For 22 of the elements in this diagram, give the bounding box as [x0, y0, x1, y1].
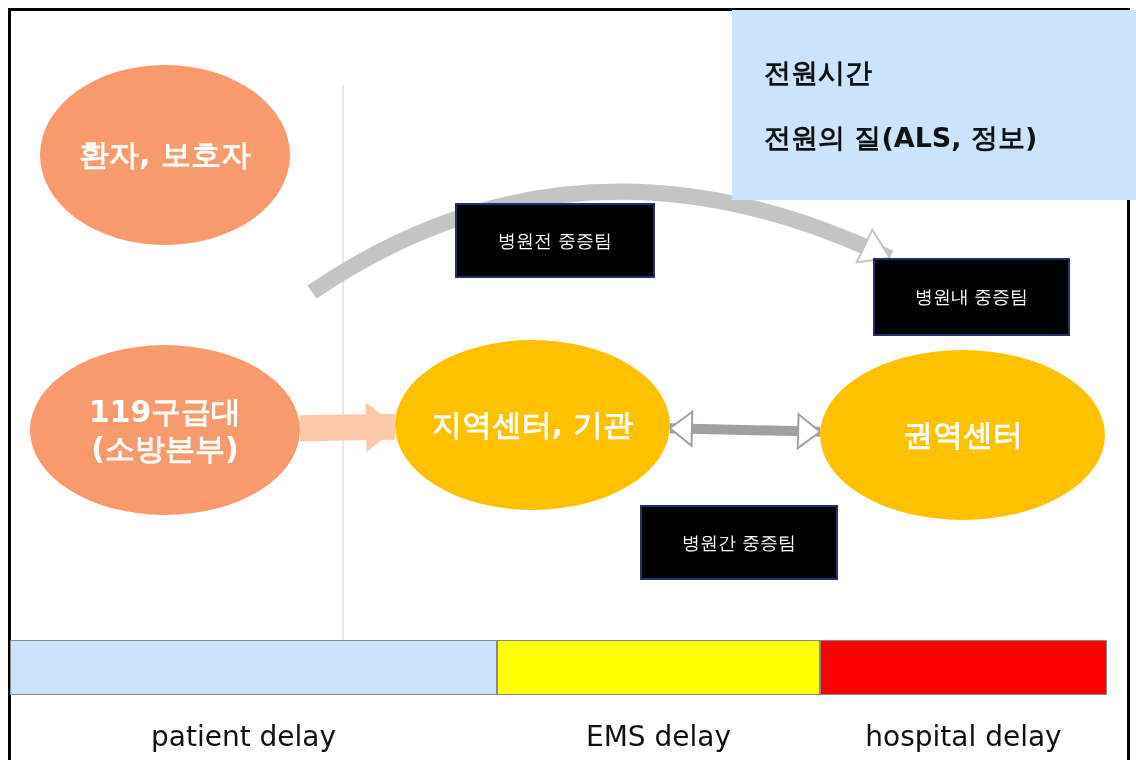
delay-label: hospital delay — [865, 720, 1062, 753]
node-label: 전원의 질(ALS, 정보) — [764, 120, 1038, 155]
timeline-bar — [820, 640, 1107, 695]
node-label: 병원전 중증팀 — [498, 228, 612, 253]
curved-arrow — [307, 184, 894, 299]
node-label: 전원시간 — [764, 55, 872, 90]
team-label-box — [640, 505, 838, 580]
delay-label: patient delay — [150, 720, 337, 753]
team-label-box — [455, 203, 655, 278]
block-arrow — [299, 403, 397, 452]
team-label-box — [873, 258, 1070, 336]
node-label: 119구급대 (소방본부) — [87, 392, 243, 468]
timeline-bar — [10, 640, 497, 695]
node-label: 병원간 중증팀 — [682, 530, 796, 555]
double-arrow — [668, 410, 822, 450]
node-label: 지역센터, 기관 — [431, 406, 634, 444]
info-panel — [732, 10, 1136, 200]
node-label: 권역센터 — [902, 416, 1023, 454]
node-label: 병원내 중증팀 — [914, 285, 1029, 309]
timeline-bar — [497, 640, 820, 695]
delay-label: EMS delay — [586, 720, 731, 753]
node-label: 환자, 보호자 — [79, 136, 251, 174]
